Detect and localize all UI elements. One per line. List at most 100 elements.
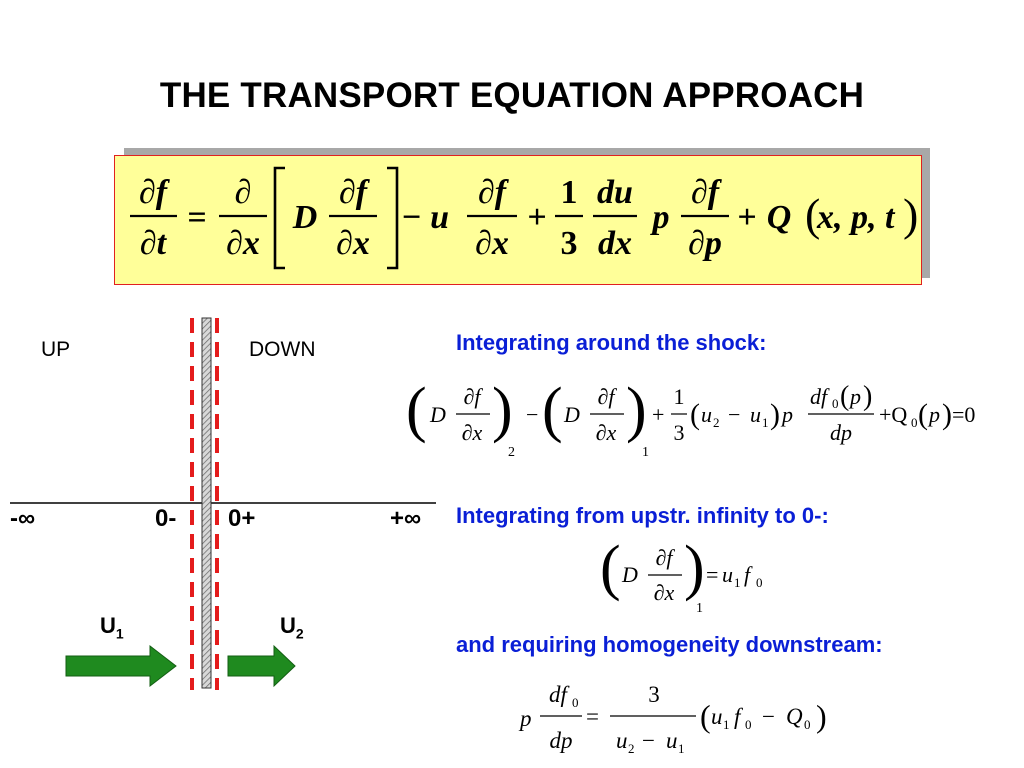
section-homogeneity: and requiring homogeneity downstream: (456, 632, 883, 657)
eq2-num: ∂f (656, 545, 676, 570)
eq-lhs-num: ∂f (139, 174, 171, 211)
eq-right-bracket (387, 166, 399, 270)
homogeneity-equation: p df 0 dp = 3 u 2 − u 1 ( u 1 f 0 − Q 0 … (518, 682, 827, 756)
eq1-minus2: − (728, 402, 740, 427)
eq-du-num: du (597, 174, 633, 211)
eq3-den-minus: − (642, 728, 655, 753)
eq-Q: Q (767, 199, 792, 236)
eq3-paren-close: ) (816, 698, 827, 734)
eq1-Q-sub: 0 (911, 415, 918, 430)
eq1-u1-sub: 1 (762, 415, 769, 430)
eq-df-num: ∂f (339, 174, 371, 211)
eq1-D1: D (429, 402, 446, 427)
down-label: DOWN (249, 338, 316, 361)
eq-left-bracket (273, 166, 285, 270)
eq1-sub2: 2 (508, 445, 515, 460)
zero-minus-label: 0- (155, 505, 177, 532)
eq-equals: = (187, 199, 206, 236)
eq1-eq0: =0 (952, 402, 975, 427)
eq3-f: f (734, 704, 744, 729)
shock-integral-equation: ( D ∂f ∂x ) 2 − ( D ∂f ∂x ) 1 + 1 3 ( u … (406, 376, 975, 460)
eq1-u-paren-open: ( (690, 398, 700, 431)
eq-D: D (292, 199, 318, 236)
transport-equation: ∂f ∂t = ∂ ∂x D ∂f ∂x − u ∂f ∂x + (130, 166, 918, 270)
eq1-third-num: 1 (674, 384, 685, 409)
eq2-u: u (722, 562, 733, 587)
eq1-Q-arg: p (927, 402, 940, 427)
eq2-paren-open: ( (600, 540, 621, 602)
shock-wall (201, 317, 212, 689)
eq1-df-arg: p (848, 384, 861, 409)
eq1-plusQ: +Q (879, 402, 907, 427)
eq2-u-sub: 1 (734, 575, 741, 590)
eq1-paren-open-1: ( (406, 376, 427, 444)
eq1-num2: ∂f (598, 384, 618, 409)
eq3-den-u1-sub: 1 (678, 741, 685, 756)
eq1-df-sub: 0 (832, 396, 839, 411)
eq1-den1: ∂x (462, 420, 483, 445)
eq3-three: 3 (648, 682, 660, 707)
eq2-D: D (621, 562, 638, 587)
eq-df-den: ∂x (336, 225, 370, 262)
eq3-den-u1: u (666, 728, 678, 753)
eq1-den2: ∂x (596, 420, 617, 445)
eq1-num1: ∂f (464, 384, 484, 409)
eq1-paren-close-1: ) (492, 376, 513, 444)
u2-label: U2 (280, 613, 304, 642)
u2-arrow-icon (227, 644, 296, 688)
eq-dp-den: ∂p (688, 225, 722, 262)
eq3-num: df (549, 682, 571, 707)
eq3-Q: Q (786, 704, 803, 729)
eq3-u1: u (711, 704, 723, 729)
eq-ux-num: ∂f (478, 174, 510, 211)
eq1-paren-close-2: ) (626, 376, 647, 444)
eq1-Qarg-open: ( (918, 398, 928, 431)
eq1-minus: − (526, 402, 538, 427)
transport-equation-box: ∂f ∂t = ∂ ∂x D ∂f ∂x − u ∂f ∂x + (114, 155, 922, 285)
eq3-eq: = (586, 704, 599, 729)
eq2-den: ∂x (654, 580, 675, 605)
eq2-paren-close: ) (684, 540, 705, 602)
eq-du-den: dx (598, 225, 632, 262)
eq2-f-sub: 0 (756, 575, 763, 590)
eq2-eq: = (706, 562, 718, 587)
eq-lhs-den: ∂t (140, 225, 168, 262)
upstream-integral-equation: ( D ∂f ∂x ) 1 = u 1 f 0 (600, 540, 763, 616)
eq1-df-num: df (810, 384, 830, 409)
eq1-u2: u (701, 402, 712, 427)
u1-arrow-icon (65, 644, 177, 688)
eq-third-num: 1 (561, 174, 578, 211)
up-label: UP (41, 338, 71, 361)
eq1-sub1: 1 (642, 445, 649, 460)
eq-d-num: ∂ (235, 174, 252, 211)
shock-diagram (10, 317, 436, 690)
eq3-f-sub: 0 (745, 717, 752, 732)
eq3-u1-sub: 1 (723, 717, 730, 732)
zero-plus-label: 0+ (228, 505, 256, 532)
eq-plus-2: + (737, 199, 756, 236)
eq-dp-num: ∂f (691, 174, 723, 211)
slide-title: THE TRANSPORT EQUATION APPROACH (159, 76, 865, 115)
plus-infinity-label: +∞ (390, 505, 422, 532)
minus-infinity-label: -∞ (10, 505, 36, 532)
eq1-u1: u (750, 402, 761, 427)
section-integrating-upstream: Integrating from upstr. infinity to 0-: (456, 503, 829, 528)
eq3-den-u2: u (616, 728, 628, 753)
eq3-minus: − (762, 704, 775, 729)
eq1-paren-open-2: ( (542, 376, 563, 444)
eq-open-paren: ( (805, 189, 820, 240)
eq-third-den: 3 (561, 225, 578, 262)
eq1-df-den: dp (830, 420, 852, 445)
eq1-third-den: 3 (674, 420, 685, 445)
eq-p: p (650, 199, 670, 236)
eq3-den: dp (550, 728, 573, 753)
eq-ux-den: ∂x (475, 225, 509, 262)
eq1-u2-sub: 2 (713, 415, 720, 430)
eq3-Q-sub: 0 (804, 717, 811, 732)
eq1-D2: D (563, 402, 580, 427)
eq-args: x, p, t (816, 199, 896, 236)
eq2-f: f (744, 562, 753, 587)
eq1-p: p (780, 402, 793, 427)
eq-d-den: ∂x (226, 225, 260, 262)
u1-label: U1 (100, 613, 124, 642)
